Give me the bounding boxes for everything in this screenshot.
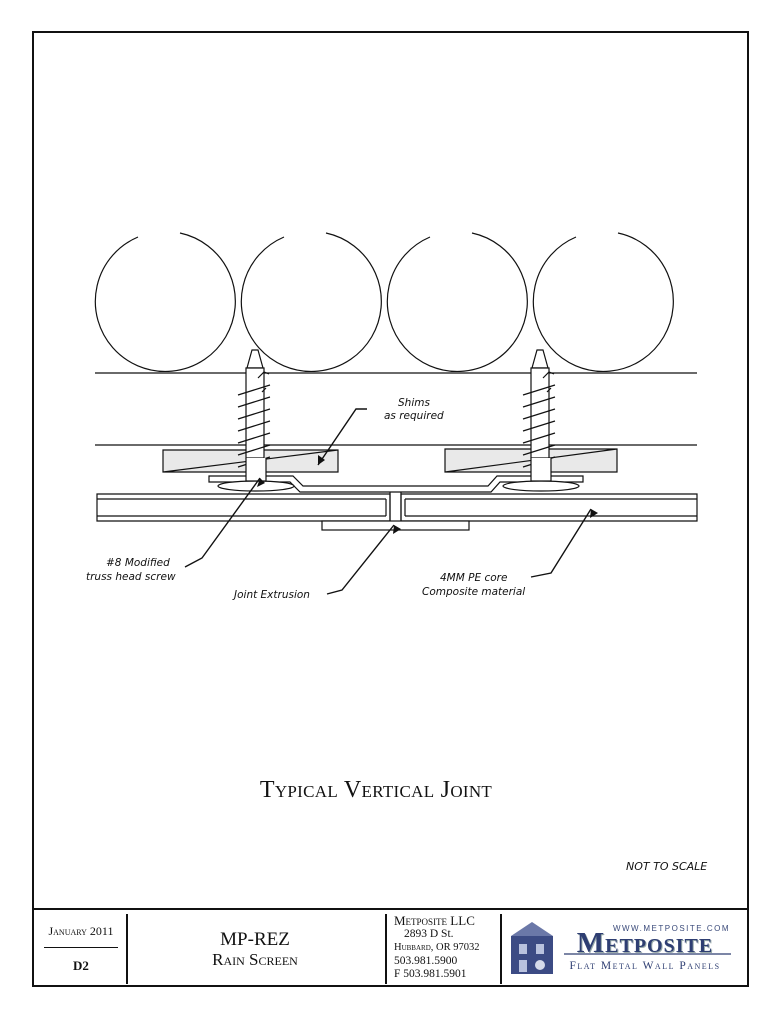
composite-panel-left — [96, 493, 391, 522]
insulation-loop — [94, 232, 236, 372]
project-subtitle: Rain Screen — [212, 950, 298, 969]
title-block-column-divider — [385, 914, 387, 984]
building-icon — [511, 922, 553, 974]
insulation-loop — [386, 232, 528, 372]
screw-right — [502, 349, 580, 492]
shims-leader — [317, 408, 367, 466]
logo-wordmark: Metposite — [576, 927, 714, 959]
city-state-zip: Hubbard, OR 97032 — [394, 942, 480, 953]
fax-number: F 503.981.5901 — [394, 968, 467, 980]
insulation-loop — [532, 232, 674, 372]
scale-note: NOT TO SCALE — [626, 860, 707, 873]
composite-panel-right — [400, 493, 698, 522]
sheet-number: D2 — [73, 958, 89, 973]
callout-screw-line1: #8 Modified — [106, 557, 170, 569]
logo-url: WWW.METPOSITE.COM — [612, 924, 730, 933]
callout-joint: Joint Extrusion — [232, 589, 310, 601]
joint-extrusion-stem — [389, 492, 402, 521]
drawing-title: Typical Vertical Joint — [260, 777, 493, 803]
street-address: 2893 D St. — [404, 927, 454, 940]
callout-core-line2: Composite material — [422, 586, 525, 598]
title-block-column-divider — [500, 914, 502, 984]
title-block-divider — [32, 908, 749, 910]
joint-extrusion — [208, 475, 584, 493]
core-leader — [530, 508, 592, 578]
joint-leader — [326, 524, 395, 595]
date-rule — [44, 947, 118, 948]
title-block-column-divider — [126, 914, 128, 984]
callout-shims-line1: Shims — [398, 397, 430, 409]
logo-tagline: Flat Metal Wall Panels — [569, 960, 721, 972]
callout-core-line1: 4MM PE core — [440, 572, 507, 584]
company-address: Metposite LLC 2893 D St. Hubbard, OR 970… — [394, 914, 498, 982]
screw-leader — [184, 477, 261, 568]
callout-screw-line2: truss head screw — [86, 571, 176, 583]
project-code: MP-REZ — [220, 929, 290, 950]
insulation-loop — [240, 232, 382, 372]
revision-date: January 2011 — [48, 924, 114, 938]
callout-shims-line2: as required — [384, 410, 444, 422]
company-name: Metposite LLC — [394, 913, 475, 928]
phone-number: 503.981.5900 — [394, 954, 458, 967]
screw-left — [217, 349, 295, 492]
drawing-frame — [32, 31, 749, 987]
metposite-logo — [509, 918, 739, 976]
